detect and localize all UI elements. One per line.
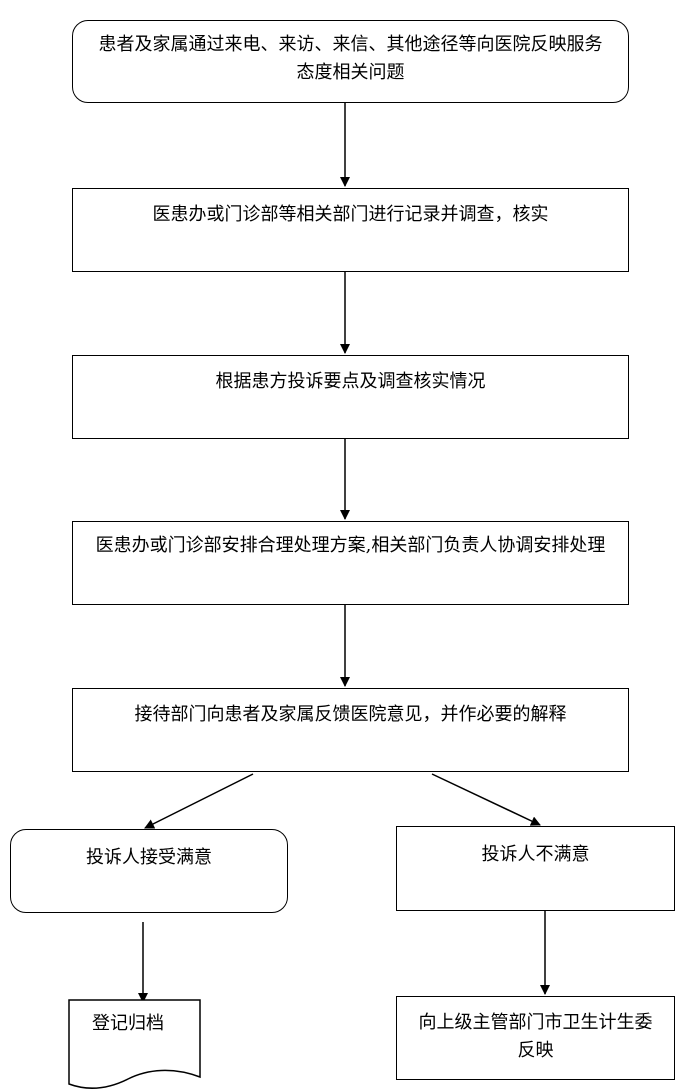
archive-text: 登记归档 [92, 1013, 164, 1034]
step2-record-investigate: 医患办或门诊部等相关部门进行记录并调查，核实 [72, 188, 629, 272]
step3-text: 根据患方投诉要点及调查核实情况 [215, 371, 486, 392]
archive-document-shape [68, 999, 201, 1089]
step1-text: 患者及家属通过来电、来访、来信、其他途径等向医院反映服务态度相关问题 [98, 34, 603, 83]
escalate-node: 向上级主管部门市卫生计生委反映 [396, 996, 675, 1080]
step3-key-points: 根据患方投诉要点及调查核实情况 [72, 355, 629, 439]
step4-handling-plan: 医患办或门诊部安排合理处理方案,相关部门负责人协调安排处理 [72, 521, 629, 605]
step5-feedback: 接待部门向患者及家属反馈医院意见，并作必要的解释 [72, 688, 629, 772]
step5-text: 接待部门向患者及家属反馈医院意见，并作必要的解释 [134, 704, 567, 725]
unsatisfied-text: 投诉人不满意 [481, 844, 590, 865]
step2-text: 医患办或门诊部等相关部门进行记录并调查，核实 [152, 204, 549, 225]
unsatisfied-node: 投诉人不满意 [396, 826, 675, 911]
step4-text: 医患办或门诊部安排合理处理方案,相关部门负责人协调安排处理 [95, 535, 606, 556]
satisfied-text: 投诉人接受满意 [86, 847, 212, 868]
arrow-step5-to-satisfied [144, 773, 254, 829]
step1-report-problem: 患者及家属通过来电、来访、来信、其他途径等向医院反映服务态度相关问题 [72, 20, 629, 103]
escalate-text: 向上级主管部门市卫生计生委反映 [418, 1012, 653, 1061]
arrow-step5-to-unsatisfied [431, 773, 541, 826]
satisfied-node: 投诉人接受满意 [10, 829, 288, 913]
